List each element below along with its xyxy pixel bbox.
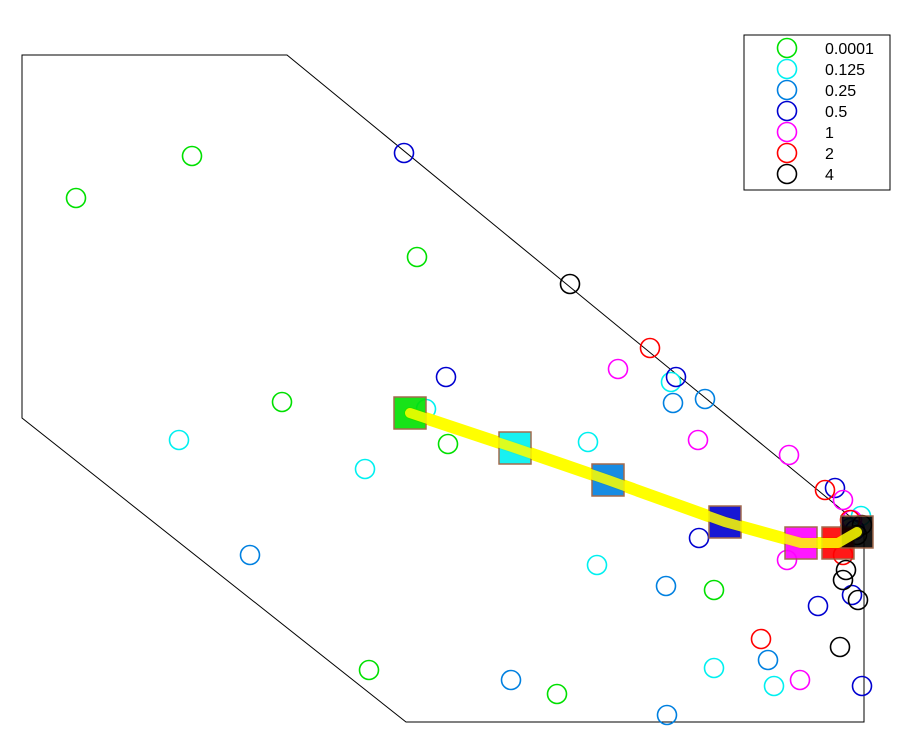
point-series-3-2 [665,366,687,388]
point-series-3-6 [841,584,863,606]
legend-box [743,34,891,191]
point-series-3-7 [851,675,873,697]
point-series-4-2 [778,444,800,466]
point-series-2-0 [239,544,261,566]
point-series-2-5 [694,388,716,410]
point-series-6-0 [559,273,581,295]
point-series-1-1 [354,458,376,480]
point-series-0-7 [703,579,725,601]
legend-label-1: 0.125 [825,62,865,79]
legend: 0.0001 0.125 0.25 0.5 1 2 4 [743,34,891,191]
point-series-4-4 [789,669,811,691]
point-series-0-4 [437,433,459,455]
point-series-0-5 [358,659,380,681]
legend-marker-0 [776,37,798,59]
point-series-2-1 [500,669,522,691]
point-series-0-0 [65,187,87,209]
point-series-2-2 [656,704,678,726]
point-series-3-1 [435,366,457,388]
legend-marker-3 [776,100,798,122]
legend-label-3: 0.5 [825,104,847,121]
legend-label-4: 1 [825,125,834,142]
point-series-1-5 [586,554,608,576]
point-series-6-1 [829,636,851,658]
point-series-1-4 [660,371,682,393]
legend-label-5: 2 [825,146,834,163]
point-series-5-0 [639,337,661,359]
point-series-2-3 [655,575,677,597]
legend-label-0: 0.0001 [825,41,874,58]
point-series-2-6 [757,649,779,671]
point-series-0-2 [406,246,428,268]
point-series-0-3 [271,391,293,413]
point-series-4-5 [832,489,854,511]
legend-marker-5 [776,142,798,164]
point-series-1-7 [763,675,785,697]
point-series-1-6 [703,657,725,679]
point-series-4-1 [687,429,709,451]
legend-marker-2 [776,79,798,101]
point-series-3-0 [393,142,415,164]
point-series-4-0 [607,358,629,380]
point-series-6-3 [835,559,857,581]
point-series-0-6 [546,683,568,705]
point-series-6-4 [847,589,869,611]
point-series-3-4 [807,595,829,617]
legend-marker-4 [776,121,798,143]
point-series-6-2 [832,569,854,591]
point-series-5-1 [750,628,772,650]
point-series-2-4 [662,392,684,414]
legend-marker-6 [776,163,798,185]
point-series-5-2 [814,479,836,501]
boundary-polygon [21,54,865,723]
legend-label-2: 0.25 [825,83,856,100]
mean-path-line-overlay [405,408,862,548]
point-series-3-5 [824,477,846,499]
legend-label-6: 4 [825,167,834,184]
legend-marker-1 [776,58,798,80]
point-series-1-0 [168,429,190,451]
point-series-1-3 [577,431,599,453]
point-series-3-3 [688,527,710,549]
point-series-0-1 [181,145,203,167]
